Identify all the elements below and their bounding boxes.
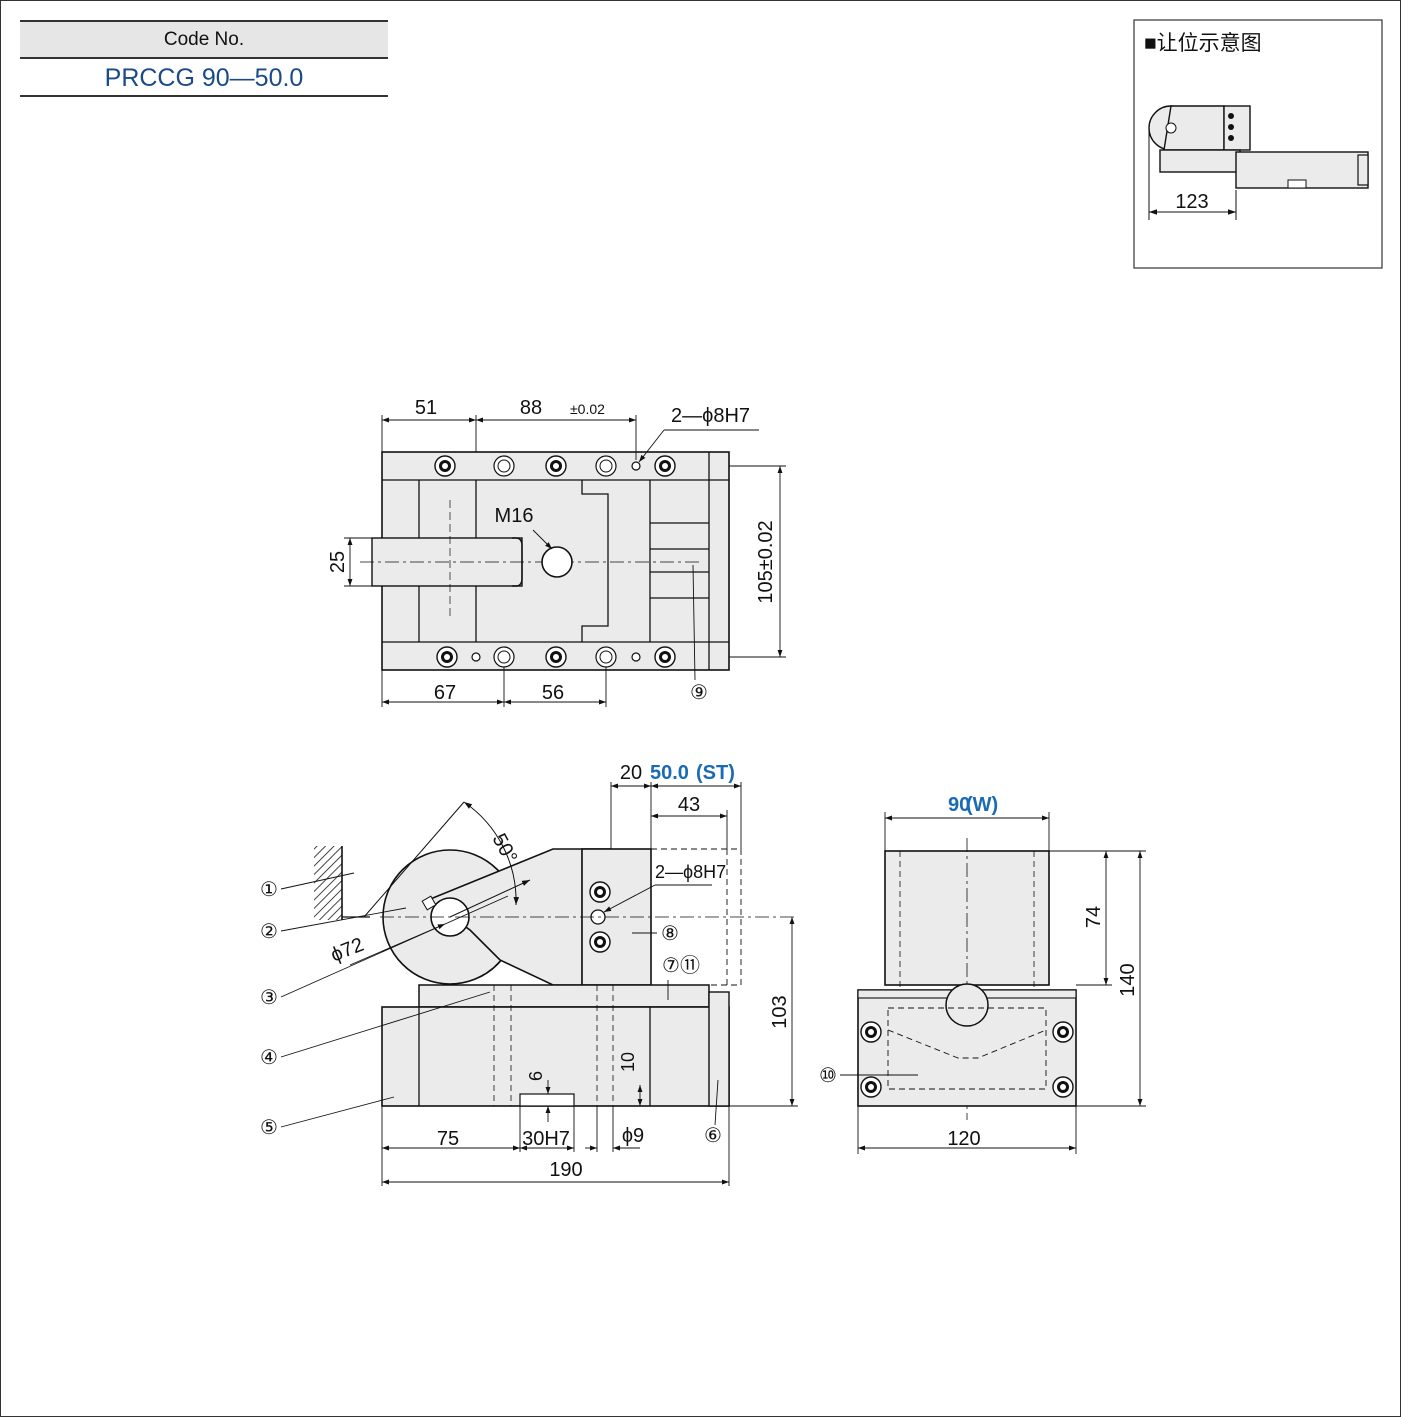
dim-103: 103 [769,995,791,1028]
dim-6: 6 [526,1071,546,1081]
top-row-bolts [434,455,676,477]
inset-clearance-diagram: ■让位示意图 123 [1133,19,1383,269]
dim-30h7: 30H7 [522,1128,570,1150]
callout-2: ② [260,921,278,943]
stroke-suffix: (ST) [696,762,735,784]
dim-120: 120 [947,1128,980,1150]
inset-dim-123: 123 [1175,191,1208,213]
dim-20: 20 [620,762,642,784]
dim-88-tolerance: ±0.02 [570,401,605,417]
callout-1: ① [260,879,278,901]
dim-75: 75 [437,1128,459,1150]
top-view: 51 88 ±0.02 2—ϕ8H7 M16 25 105±0.02 67 56… [327,397,786,707]
dim-25: 25 [327,551,349,573]
front-view: 90 (W) 74 140 120 ⑩ [819,794,1146,1154]
dia-9: ϕ9 [622,1125,644,1147]
label-m16: M16 [495,505,534,527]
angle-50: 50° [488,830,522,867]
inset-title: ■让位示意图 [1144,32,1262,55]
callout-6: ⑥ [704,1125,722,1147]
callout-9: ⑨ [690,682,708,704]
width-suffix: (W) [966,794,998,816]
dim-190: 190 [549,1159,582,1181]
callout-3: ③ [260,987,278,1009]
holes-side-label: 2—ϕ8H7 [655,862,726,882]
width-value: 90 [948,794,970,816]
callout-8: ⑧ [661,923,679,945]
stroke-value: 50.0 [650,762,689,784]
code-header: Code No. [20,20,388,59]
dim-51: 51 [415,397,437,419]
callout-7-11: ⑦⑪ [662,954,700,977]
callout-10: ⑩ [819,1065,837,1087]
holes-top-label: 2—ϕ8H7 [671,405,750,427]
dim-56: 56 [542,682,564,704]
bottom-row-bolts [436,646,676,668]
dim-105: 105±0.02 [755,520,777,603]
callout-4: ④ [260,1047,278,1069]
code-number-box: Code No. PRCCG 90—50.0 [20,20,388,97]
dim-140: 140 [1117,963,1139,996]
dim-10: 10 [618,1052,638,1072]
dim-43: 43 [678,794,700,816]
code-value: PRCCG 90—50.0 [20,59,388,97]
callout-5: ⑤ [260,1117,278,1139]
dim-74: 74 [1083,906,1105,928]
dim-67: 67 [434,682,456,704]
dim-88: 88 [520,397,542,419]
side-view: 50° ϕ72 20 50.0 (ST) 43 2—ϕ8H7 103 [260,762,798,1186]
